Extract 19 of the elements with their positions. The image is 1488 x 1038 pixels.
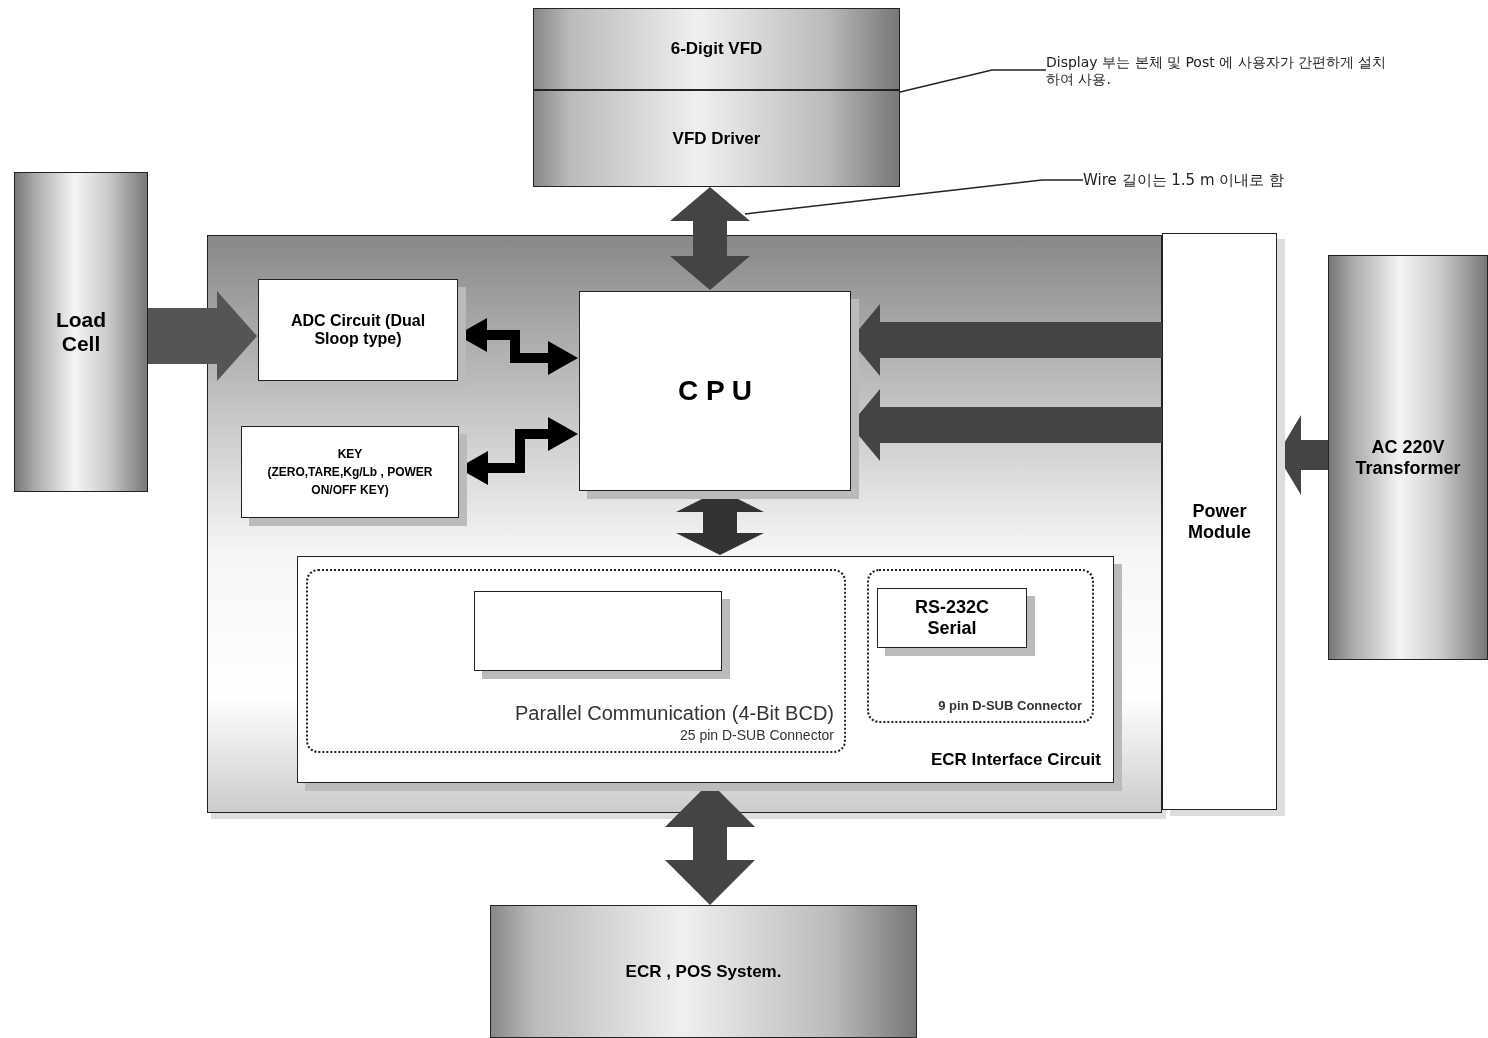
double-arrow [670, 187, 750, 290]
load-cell-cylinder: Load Cell [14, 172, 148, 492]
group-heading: Parallel Communication (4-Bit BCD) [515, 702, 834, 725]
note-text: Wire 길이는 1.5 m 이내로 함 [1083, 168, 1363, 192]
connector-note: 9 pin D-SUB Connector [938, 698, 1082, 713]
parallel-group [306, 569, 846, 753]
system-box: ECR , POS System. [490, 905, 917, 1038]
leader-line [744, 179, 1084, 215]
serial-group [867, 569, 1094, 723]
box-heading: ECR Interface Circuit [930, 750, 1101, 770]
leader-line [899, 69, 1047, 93]
connector-note: 25 pin D-SUB Connector [679, 727, 834, 743]
box-heading: KEY [337, 446, 363, 463]
transformer-cylinder: AC 220V Transformer [1328, 255, 1488, 660]
driver-box: VFD Driver [533, 90, 900, 187]
box-body: (ZERO,TARE,Kg/Lb , POWER ON/OFF KEY) [266, 464, 434, 499]
display-box: 6-Digit VFD [533, 8, 900, 90]
note-text: Display 부는 본체 및 Post 에 사용자가 간편하게 설치 하여 사용. [1046, 46, 1396, 96]
block-arrow [148, 291, 257, 381]
